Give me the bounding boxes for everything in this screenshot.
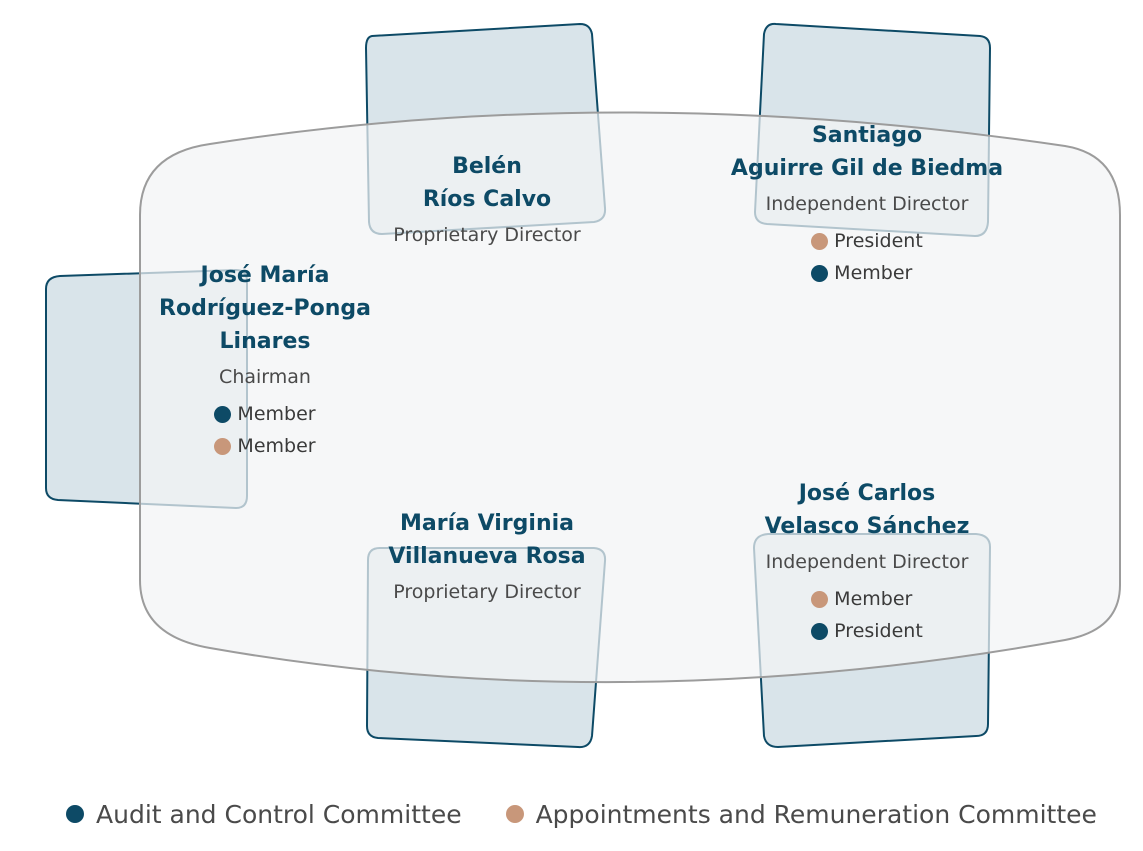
director-name-line: María Virginia <box>399 511 574 536</box>
committee-role: Member <box>237 403 316 425</box>
legend-label: Audit and Control Committee <box>96 799 462 829</box>
director-role: Proprietary Director <box>393 224 581 246</box>
legend-item-audit: Audit and Control Committee <box>66 800 462 829</box>
director-jose-carlos: José Carlos Velasco Sánchez Independent … <box>727 477 1007 647</box>
committee-entry: President <box>811 615 923 647</box>
director-maria-virginia: María Virginia Villanueva Rosa Proprieta… <box>347 507 627 605</box>
audit-committee-dot-icon <box>214 405 232 423</box>
director-belen: Belén Ríos Calvo Proprietary Director <box>362 150 612 248</box>
director-name-line: Santiago <box>811 123 923 148</box>
committee-list: Member Member <box>214 398 316 462</box>
committee-list: Member President <box>811 583 923 647</box>
director-role: Independent Director <box>765 193 969 215</box>
appointments-committee-dot-icon <box>811 232 829 250</box>
director-name-line: Ríos Calvo <box>422 187 552 212</box>
committee-role: Member <box>834 262 913 284</box>
director-name-line: Velasco Sánchez <box>764 514 970 539</box>
committee-entry: Member <box>214 398 316 430</box>
committee-list: President Member <box>811 225 923 289</box>
committee-entry: Member <box>811 583 923 615</box>
director-name-line: Aguirre Gil de Biedma <box>730 156 1004 181</box>
audit-committee-dot-icon <box>811 264 829 282</box>
audit-committee-dot-icon <box>66 805 84 823</box>
legend: Audit and Control Committee Appointments… <box>66 794 1141 834</box>
audit-committee-dot-icon <box>811 622 829 640</box>
table-top <box>139 111 1121 684</box>
director-role: Independent Director <box>765 551 969 573</box>
committee-role: Member <box>237 435 316 457</box>
director-santiago: Santiago Aguirre Gil de Biedma Independe… <box>717 119 1017 289</box>
committee-entry: President <box>811 225 923 257</box>
director-name-line: Villanueva Rosa <box>388 544 586 569</box>
appointments-committee-dot-icon <box>811 590 829 608</box>
director-role: Chairman <box>219 366 311 388</box>
legend-label: Appointments and Remuneration Committee <box>535 799 1097 829</box>
committee-role: President <box>834 620 923 642</box>
committee-role: Member <box>834 588 913 610</box>
appointments-committee-dot-icon <box>505 805 524 823</box>
appointments-committee-dot-icon <box>214 437 232 455</box>
director-name-line: Rodríguez-Ponga <box>159 296 371 321</box>
director-role: Proprietary Director <box>393 581 581 603</box>
director-name-line: Belén <box>452 154 522 179</box>
committee-role: President <box>834 230 923 252</box>
director-jose-maria: José María Rodríguez-Ponga Linares Chair… <box>140 259 390 462</box>
committee-entry: Member <box>811 257 923 289</box>
director-name-line: Linares <box>219 329 311 354</box>
director-name-line: José María <box>200 263 330 288</box>
legend-item-appointments: Appointments and Remuneration Committee <box>505 799 1097 829</box>
committee-entry: Member <box>214 430 316 462</box>
director-name-line: José Carlos <box>798 481 936 506</box>
